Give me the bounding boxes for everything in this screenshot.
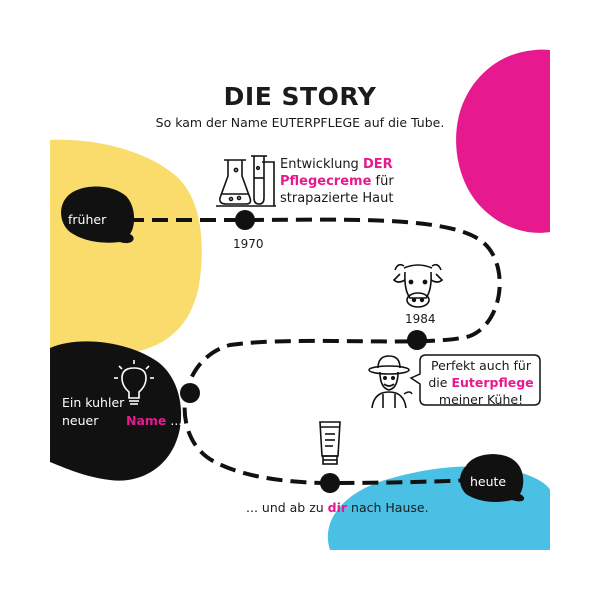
magenta-splash xyxy=(456,49,550,233)
end-label: heute xyxy=(470,474,507,489)
dot-tube xyxy=(320,473,340,493)
yellow-splash xyxy=(50,139,202,358)
farmer-icon xyxy=(368,355,413,409)
start-label: früher xyxy=(68,212,107,227)
frueher-blob xyxy=(61,186,135,244)
highlight-name: Name xyxy=(126,413,167,428)
step-1970-text: Entwicklung DER Pflegecreme für strapazi… xyxy=(280,157,394,206)
page-subtitle: So kam der Name EUTERPFLEGE auf die Tube… xyxy=(155,115,445,130)
year-1970: 1970 xyxy=(233,237,264,251)
cream-tube-icon xyxy=(319,421,341,465)
year-1984: 1984 xyxy=(405,312,436,326)
speech-text: Perfekt auch für die Euterpflege meiner … xyxy=(428,358,534,407)
lab-flasks-icon xyxy=(216,155,276,207)
dot-idea xyxy=(180,383,200,403)
highlight-euterpflege: Euterpflege xyxy=(451,375,534,390)
lightbulb-icon xyxy=(114,360,154,405)
dot-1984 xyxy=(407,330,427,350)
highlight-dir: dir xyxy=(327,500,348,515)
idea-blob xyxy=(50,341,182,481)
speech-bubble xyxy=(409,354,541,406)
cow-icon xyxy=(392,263,444,308)
page-title: DIE STORY xyxy=(223,82,377,111)
heute-blob xyxy=(460,454,525,502)
highlight-pflegecreme: DER Pflegecreme xyxy=(280,157,393,189)
footer-text: ... und ab zu dir nach Hause. xyxy=(246,500,429,515)
idea-text: Ein kuhler neuer Name ... xyxy=(62,395,183,428)
dot-1970 xyxy=(235,210,255,230)
